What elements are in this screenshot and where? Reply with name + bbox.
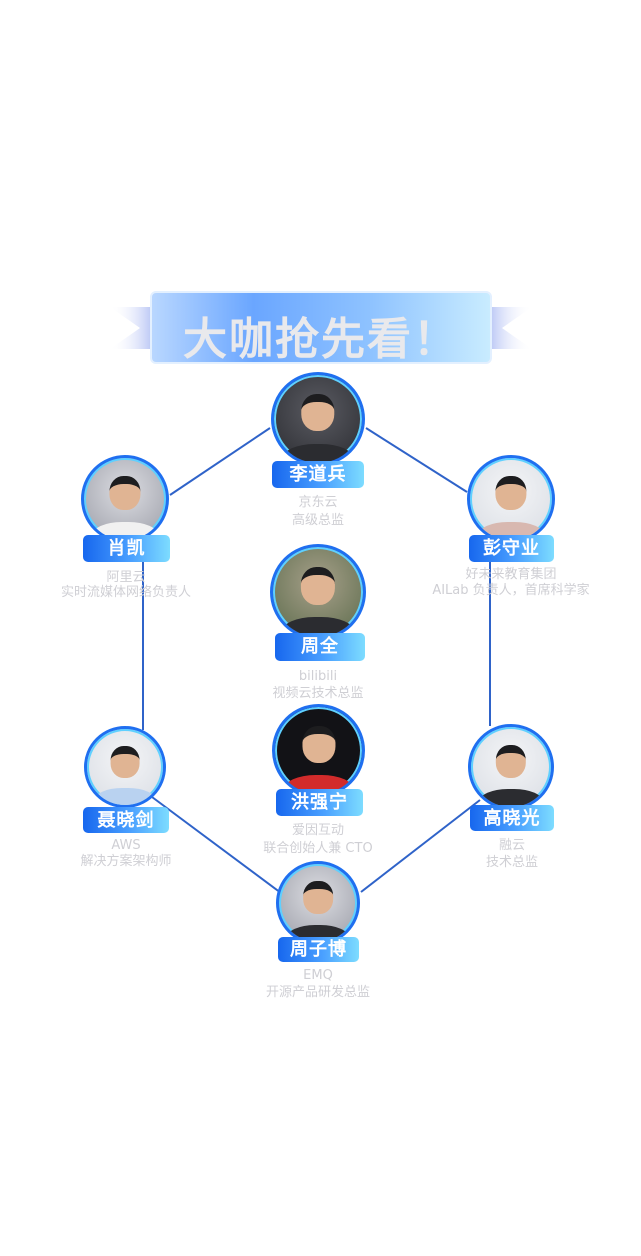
speaker-avatar — [270, 544, 366, 640]
speaker-title: 解决方案架构师 — [80, 854, 172, 869]
speaker-title: 联合创始人兼 CTO — [263, 841, 373, 856]
speaker-name: 聂晓剑 — [83, 807, 169, 833]
banner-title: 大咖抢先看！ — [183, 314, 459, 365]
speaker-company: AWS — [111, 838, 141, 853]
speaker-company: 京东云 — [298, 495, 338, 510]
speaker-name: 高晓光 — [470, 805, 554, 831]
speaker-company: 爱因互动 — [291, 823, 344, 838]
speaker-avatar — [468, 724, 554, 810]
section-banner: 大咖抢先看！ — [150, 291, 492, 365]
speaker-avatar — [272, 704, 365, 797]
speaker-name: 周子博 — [278, 937, 359, 962]
speaker-company: 好未来教育集团 — [465, 567, 557, 582]
speaker-title: 高级总监 — [291, 513, 344, 528]
speaker-name: 彭守业 — [469, 535, 554, 562]
speaker-name: 周全 — [275, 633, 365, 661]
speaker-avatar — [467, 455, 555, 543]
speaker-name: 肖凯 — [83, 535, 170, 562]
speaker-company: bilibili — [298, 669, 338, 684]
connector-line — [365, 427, 468, 493]
speaker-company: 融云 — [498, 838, 525, 853]
speaker-title: 实时流媒体网络负责人 — [60, 585, 191, 600]
connector-line — [151, 796, 282, 894]
speaker-title: 开源产品研发总监 — [265, 985, 370, 1000]
speaker-title: 视频云技术总监 — [272, 686, 364, 701]
speaker-company: EMQ — [303, 968, 333, 983]
speaker-title: AILab 负责人，首席科学家 — [432, 583, 590, 598]
connector-line — [169, 427, 271, 496]
speaker-title: 技术总监 — [485, 855, 538, 870]
speaker-avatar — [81, 455, 169, 543]
connector-line — [360, 799, 481, 893]
speaker-avatar — [276, 861, 360, 945]
speaker-name: 李道兵 — [272, 461, 364, 488]
speaker-avatar — [84, 726, 166, 808]
speaker-avatar — [271, 372, 365, 466]
speaker-name: 洪强宁 — [276, 789, 363, 816]
speaker-company: 阿里云 — [106, 570, 146, 585]
